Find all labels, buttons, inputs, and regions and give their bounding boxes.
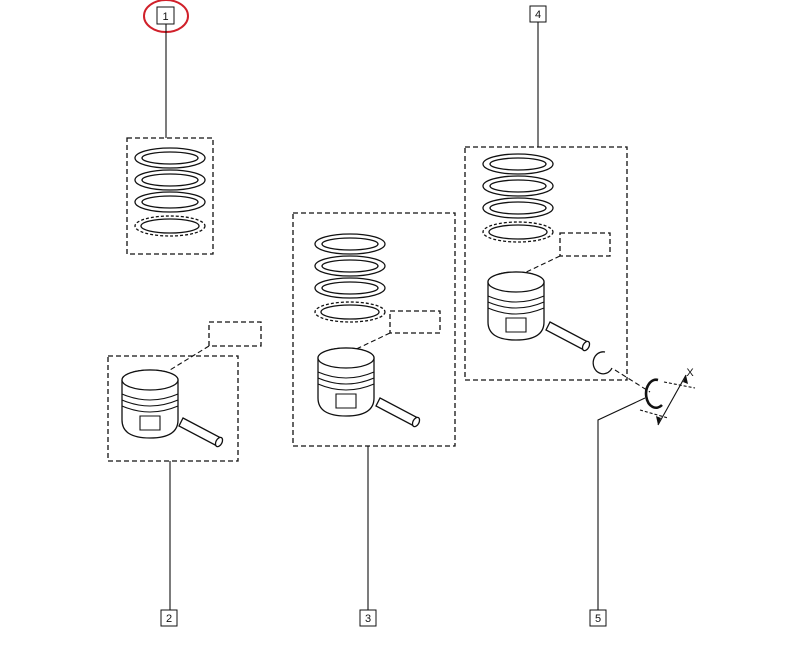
- callout-label-5: 5: [595, 613, 601, 625]
- piston-rings-1[interactable]: [134, 147, 206, 237]
- ref-box-2: [208, 321, 262, 347]
- callout-2[interactable]: 2: [160, 609, 178, 627]
- piston-pin-2[interactable]: [178, 417, 225, 449]
- callout-3[interactable]: 3: [359, 609, 377, 627]
- piston-4[interactable]: [487, 271, 545, 341]
- piston-2[interactable]: [121, 369, 179, 439]
- dimension-label-x: X: [686, 367, 694, 379]
- piston-pin-4[interactable]: [545, 321, 592, 353]
- callout-label-4: 4: [535, 9, 541, 21]
- ref-box-3: [389, 310, 441, 334]
- circlip-5[interactable]: [644, 378, 663, 410]
- piston-rings-3[interactable]: [314, 233, 386, 323]
- circlip-4[interactable]: [592, 351, 613, 375]
- callout-label-1: 1: [162, 11, 168, 23]
- ref-box-4: [559, 232, 611, 257]
- piston-pin-3[interactable]: [375, 397, 422, 429]
- leader-line-5: [597, 397, 646, 610]
- piston-box-2: [107, 355, 239, 462]
- callout-5[interactable]: 5: [589, 609, 607, 627]
- assembly-box-3: [292, 212, 456, 447]
- dimension-line: [657, 374, 687, 426]
- callout-4[interactable]: 4: [529, 5, 547, 23]
- callout-label-2: 2: [166, 613, 172, 625]
- ring-set-box: [126, 137, 214, 255]
- piston-rings-4[interactable]: [482, 153, 554, 243]
- piston-3[interactable]: [317, 347, 375, 417]
- assembly-box-4: [464, 146, 628, 381]
- callout-label-3: 3: [365, 613, 371, 625]
